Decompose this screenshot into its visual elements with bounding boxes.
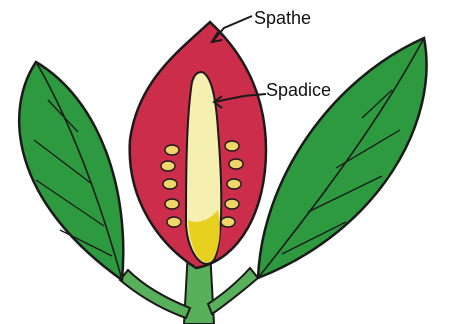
- left-leaf: [19, 62, 123, 280]
- spadice-label: Spadice: [266, 80, 331, 100]
- spathe-label: Spathe: [254, 8, 311, 28]
- right-leaf: [258, 38, 427, 278]
